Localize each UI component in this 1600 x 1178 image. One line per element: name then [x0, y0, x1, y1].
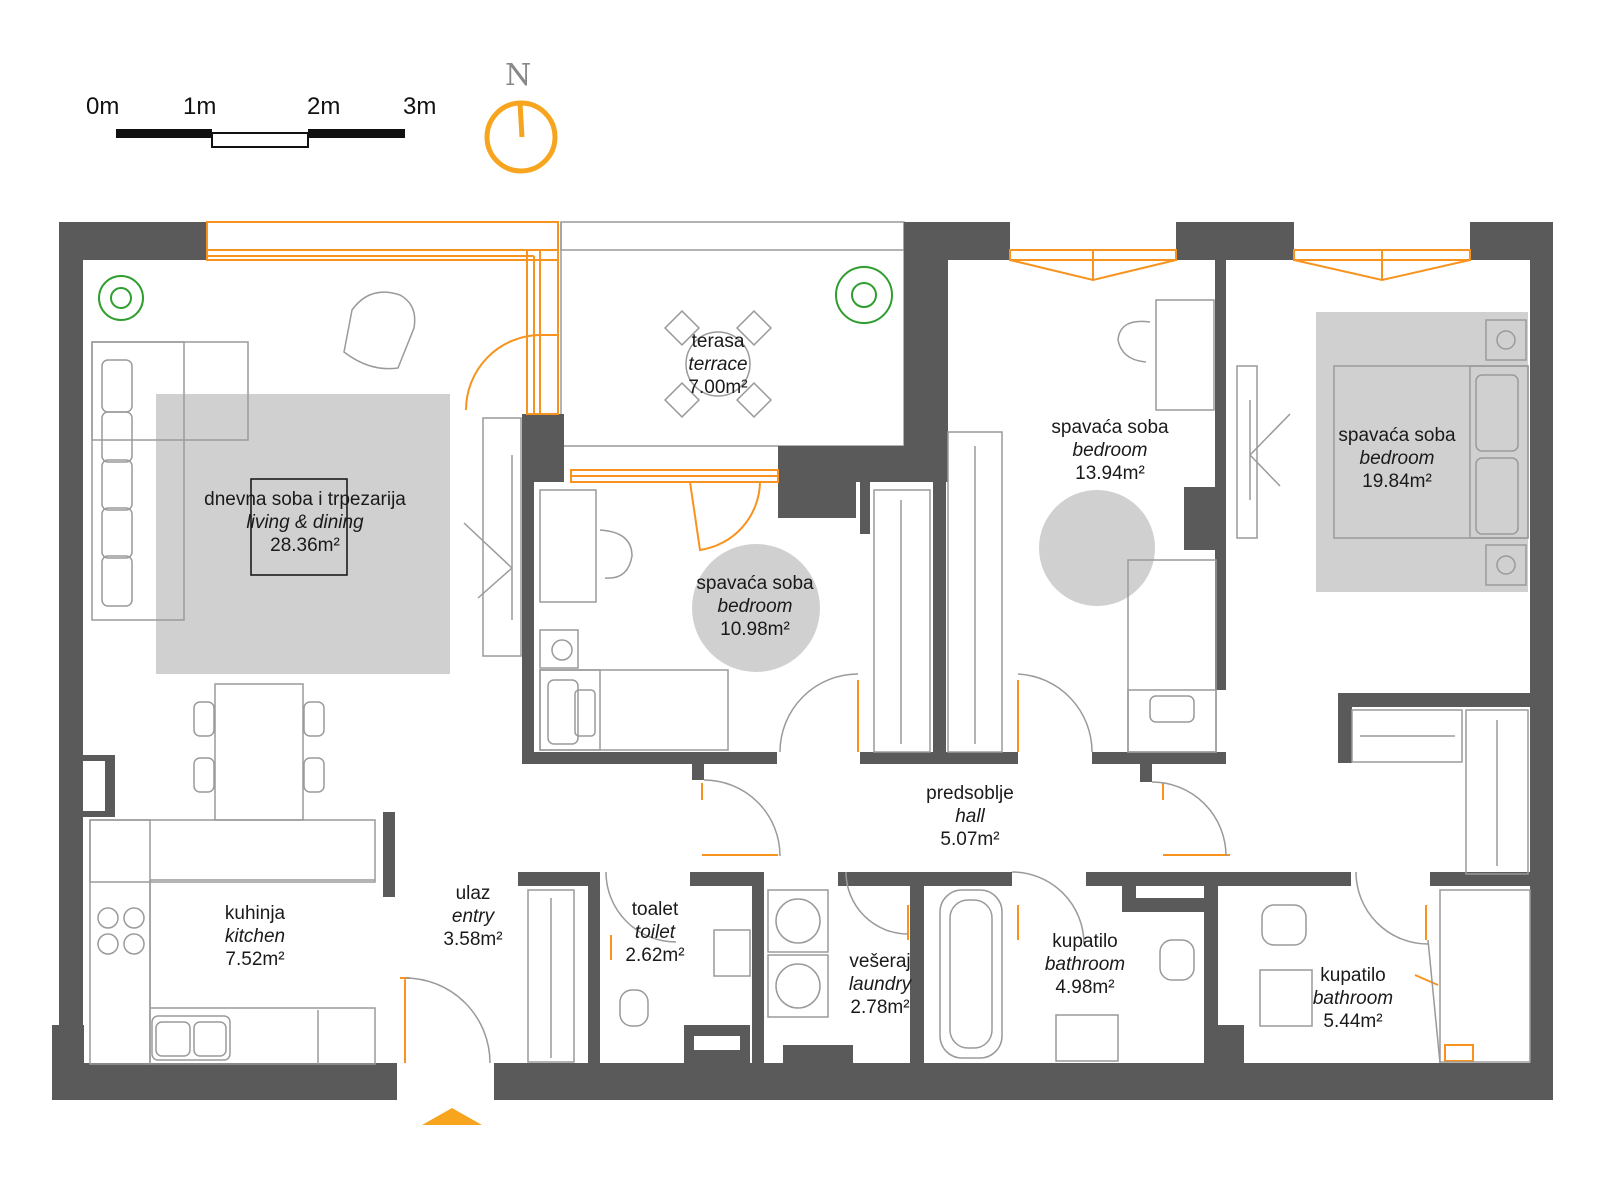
room-name: spavaća soba	[1338, 425, 1456, 446]
room-name-en: hall	[955, 806, 985, 827]
scale-label-3: 3m	[403, 93, 437, 120]
room-name: toalet	[631, 899, 679, 920]
room-name-en: bedroom	[1359, 448, 1435, 469]
room-area: 19.84m²	[1362, 471, 1432, 492]
room-area: 5.07m²	[940, 829, 1000, 850]
room-area: 3.58m²	[443, 929, 503, 950]
room-name: terasa	[691, 331, 745, 352]
room-toilet: toalet toilet 2.62m²	[605, 898, 705, 967]
room-name-en: terrace	[688, 354, 748, 375]
room-area: 7.00m²	[688, 377, 748, 398]
room-name: kuhinja	[224, 903, 286, 924]
room-name: spavaća soba	[696, 573, 814, 594]
room-name-en: living & dining	[246, 512, 364, 533]
north-label: N	[505, 58, 532, 93]
room-hall: predsoblje hall 5.07m²	[900, 782, 1040, 851]
room-bathroom-1: kupatilo bathroom 4.98m²	[1030, 930, 1140, 999]
room-name-en: toilet	[634, 922, 676, 943]
room-bedroom-2: spavaća soba bedroom 13.94m²	[1035, 416, 1185, 485]
scale-label-1: 1m	[183, 93, 217, 120]
room-bathroom-2: kupatilo bathroom 5.44m²	[1298, 964, 1408, 1033]
plants	[98, 266, 893, 324]
scale-bar	[116, 129, 405, 148]
furniture	[89, 291, 1531, 1065]
room-area: 28.36m²	[270, 535, 340, 556]
north-compass	[484, 100, 558, 174]
room-area: 5.44m²	[1323, 1011, 1383, 1032]
room-name-en: bedroom	[717, 596, 793, 617]
scale-label-0: 0m	[86, 93, 120, 120]
room-name-en: laundry	[848, 974, 912, 995]
entry-arrow-icon	[422, 1108, 482, 1125]
room-name-en: bathroom	[1044, 954, 1126, 975]
room-area: 13.94m²	[1075, 463, 1145, 484]
room-bedroom-1: spavaća soba bedroom 10.98m²	[680, 572, 830, 641]
room-area: 7.52m²	[225, 949, 285, 970]
room-laundry: vešeraj laundry 2.78m²	[830, 950, 930, 1019]
room-living: dnevna soba i trpezarija living & dining…	[190, 488, 420, 557]
room-name: vešeraj	[849, 951, 911, 972]
room-name: spavaća soba	[1051, 417, 1169, 438]
room-area: 4.98m²	[1055, 977, 1115, 998]
door-swings	[404, 673, 1441, 1064]
room-name: dnevna soba i trpezarija	[204, 489, 406, 510]
room-area: 2.78m²	[850, 997, 910, 1018]
terrace-table	[663, 309, 773, 419]
room-name: kupatilo	[1052, 931, 1118, 952]
room-name-en: kitchen	[224, 926, 286, 947]
room-name: kupatilo	[1320, 965, 1386, 986]
room-name-en: entry	[451, 906, 495, 927]
walls	[52, 222, 1553, 1100]
room-name: predsoblje	[926, 783, 1014, 804]
room-entry: ulaz entry 3.58m²	[418, 882, 528, 951]
room-bedroom-3: spavaća soba bedroom 19.84m²	[1322, 424, 1472, 493]
room-kitchen: kuhinja kitchen 7.52m²	[190, 902, 320, 971]
room-terrace: terasa terrace 7.00m²	[648, 330, 788, 399]
room-name-en: bathroom	[1312, 988, 1394, 1009]
room-name-en: bedroom	[1072, 440, 1148, 461]
room-area: 10.98m²	[720, 619, 790, 640]
room-area: 2.62m²	[625, 945, 685, 966]
scale-label-2: 2m	[307, 93, 341, 120]
room-name: ulaz	[455, 883, 491, 904]
